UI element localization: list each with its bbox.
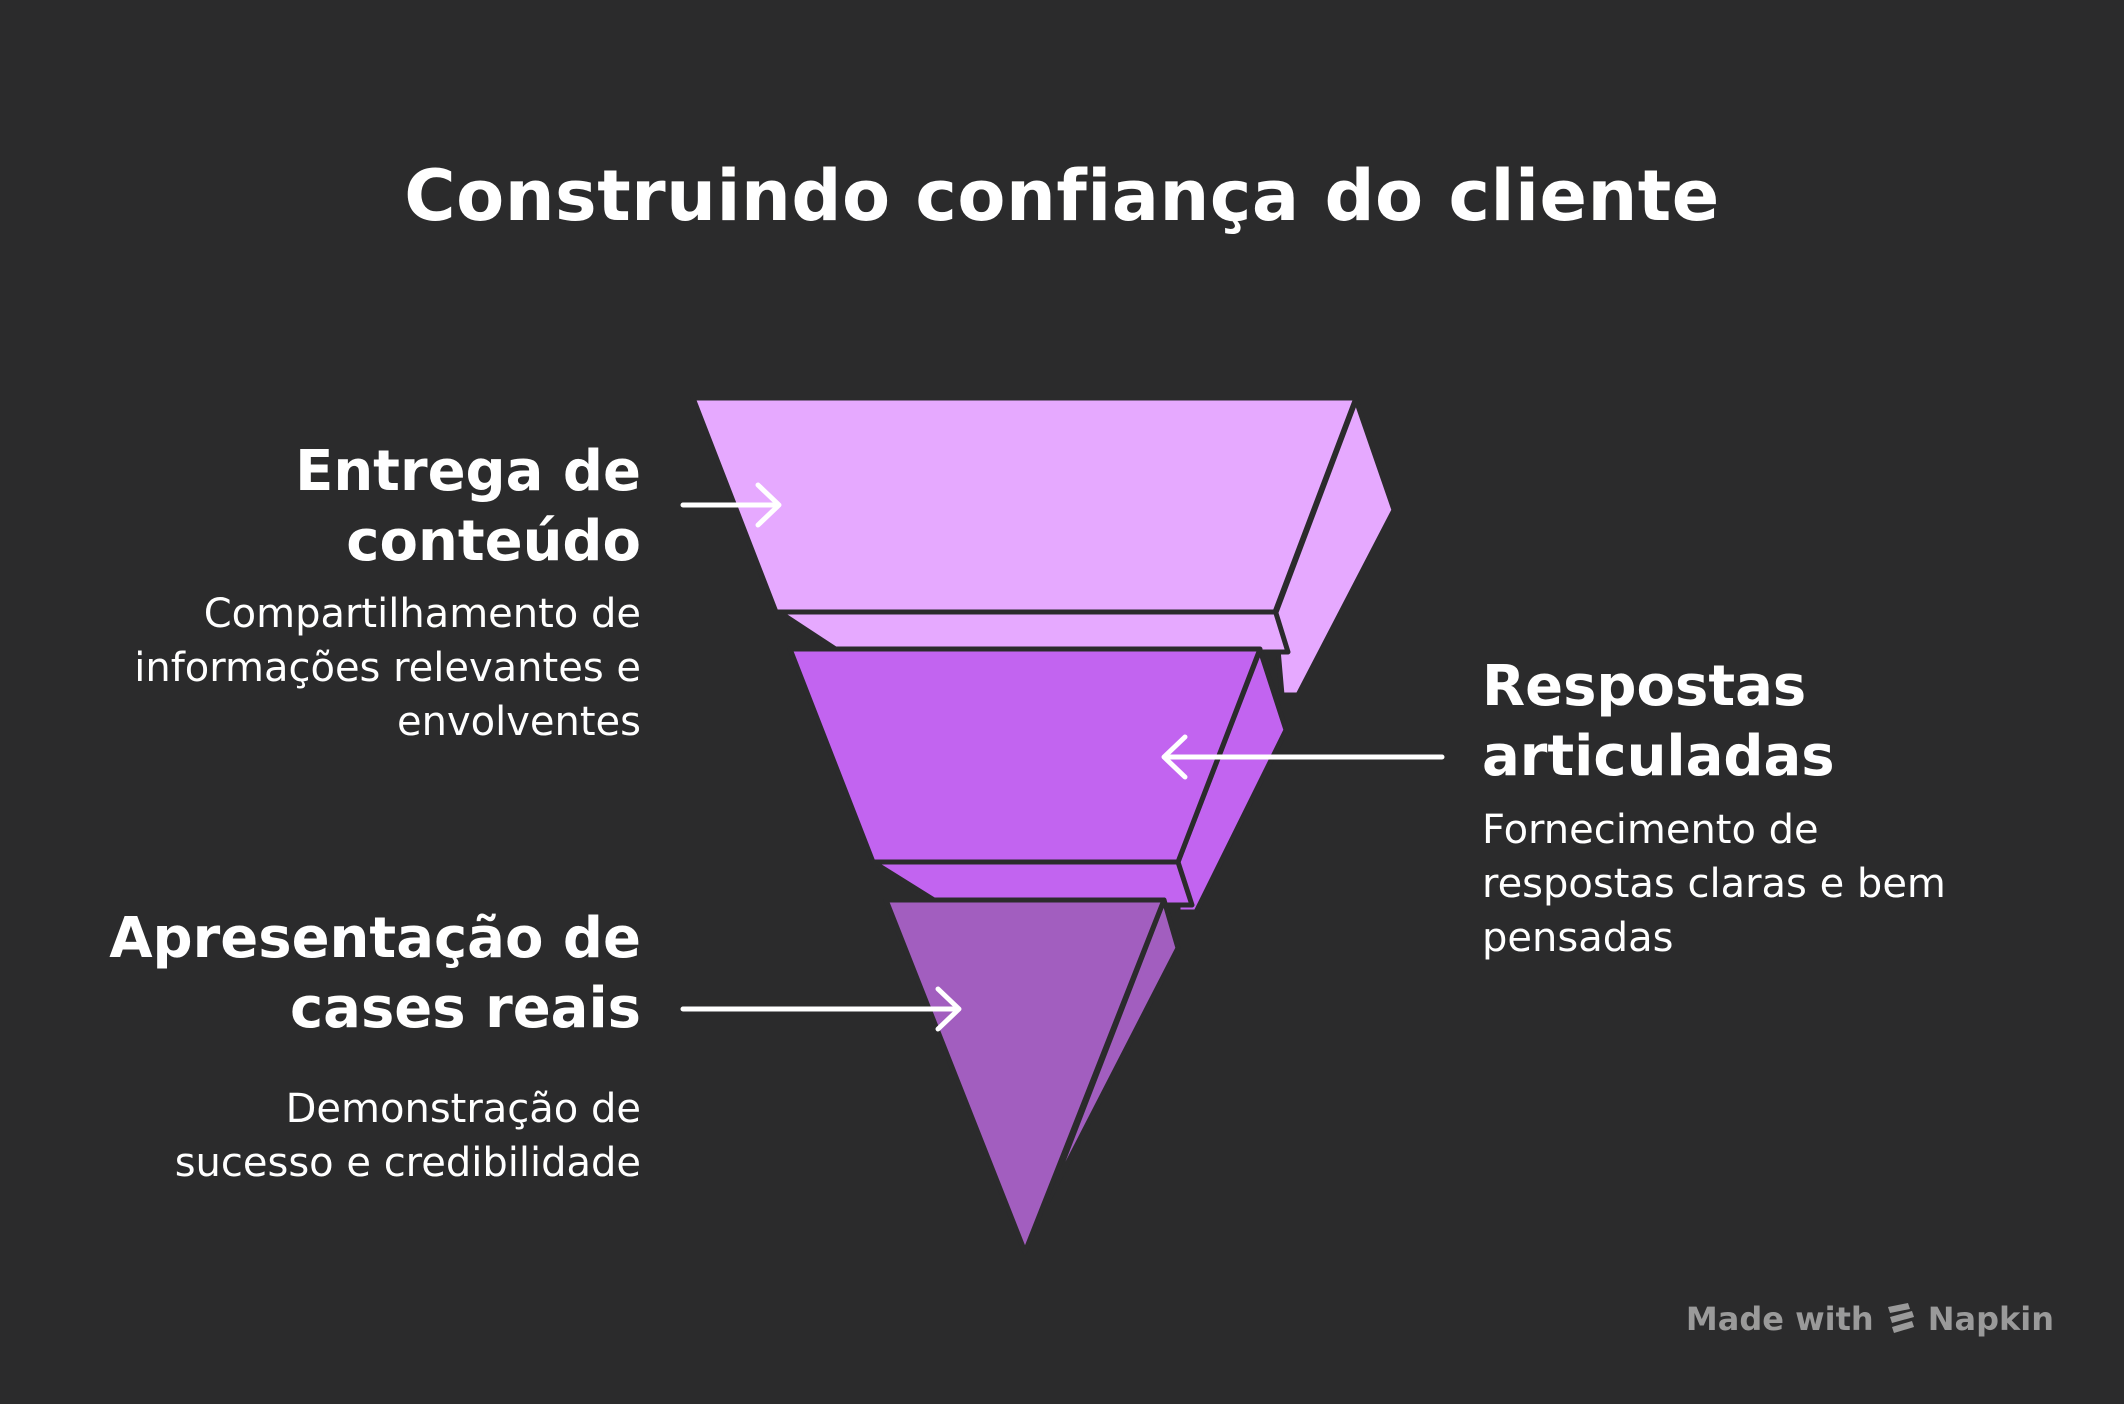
funnel-stage-1-bottom (773, 607, 1291, 655)
stage-3-description: Demonstração de sucesso e credibilidade (1, 1082, 641, 1190)
stage-1-desc-line2: informações relevantes e (134, 645, 641, 691)
stage-2-desc-line2: respostas claras e bem (1482, 861, 1946, 907)
funnel-stage-2-face (787, 646, 1263, 865)
stage-1-title-line1: Entrega de (295, 439, 641, 504)
stage-2-desc-line1: Fornecimento de (1482, 807, 1819, 853)
funnel-stage-2 (787, 646, 1289, 915)
funnel-stage-3-face (883, 897, 1167, 1255)
stage-2-title-line1: Respostas (1482, 654, 1807, 719)
arrow-stage-1 (680, 482, 782, 528)
stage-1-desc-line1: Compartilhamento de (203, 591, 641, 637)
made-with-label: Made with (1685, 1300, 1874, 1338)
stage-3-desc-line1: Demonstração de (285, 1086, 641, 1132)
napkin-logo-icon (1887, 1303, 1914, 1333)
funnel-stage-1 (690, 395, 1397, 698)
stage-1-desc-line3: envolventes (397, 699, 641, 745)
stage-2-title: Respostas articuladas (1482, 652, 2082, 792)
stage-1-title-line2: conteúdo (346, 509, 641, 574)
stage-2-title-line2: articuladas (1482, 724, 1835, 789)
stage-1-title: Entrega de conteúdo (41, 437, 641, 577)
stage-1-description: Compartilhamento de informações relevant… (1, 587, 641, 749)
page-title: Construindo confiança do cliente (404, 155, 1720, 237)
stage-2-desc-line3: pensadas (1482, 915, 1674, 961)
made-with-napkin-watermark: Made with Napkin (1686, 1300, 2054, 1338)
arrow-stage-3 (680, 986, 962, 1032)
stage-3-title-line1: Apresentação de (109, 906, 641, 971)
stage-2-description: Fornecimento de respostas claras e bem p… (1482, 803, 2082, 965)
arrow-stage-2 (1161, 734, 1445, 780)
napkin-brand-label: Napkin (1927, 1300, 2054, 1338)
stage-3-desc-line2: sucesso e credibilidade (174, 1140, 641, 1186)
stage-3-title: Apresentação de cases reais (1, 904, 641, 1044)
stage-3-title-line2: cases reais (289, 976, 641, 1041)
funnel-stage-3 (883, 897, 1181, 1255)
funnel-stage-1-face (690, 395, 1359, 615)
